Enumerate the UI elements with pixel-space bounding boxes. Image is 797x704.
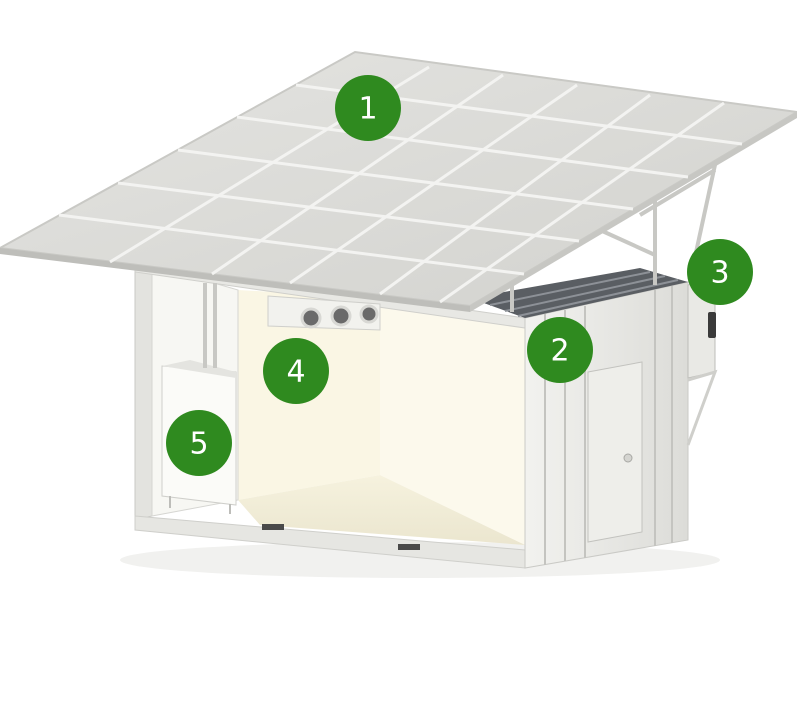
condenser-bracket	[686, 369, 718, 446]
marker-4-badge	[263, 338, 329, 404]
evaporator-unit-body	[267, 295, 381, 331]
marker-3-badge	[687, 239, 753, 305]
evaporator-fan-1	[300, 307, 322, 329]
interior-right-wall	[380, 298, 525, 545]
evaporator-fan-2	[330, 305, 352, 327]
solar-panel-edge	[0, 248, 470, 312]
container-door	[587, 361, 643, 543]
fork-pocket-right	[398, 544, 420, 550]
marker-5: 5	[166, 410, 232, 476]
marker-2-label: 2	[550, 334, 569, 369]
solar-panel-edge-right	[470, 112, 797, 312]
marker-5-badge	[166, 410, 232, 476]
condenser-grille	[708, 312, 716, 338]
marker-1-badge	[335, 75, 401, 141]
marker-1-label: 1	[358, 92, 377, 127]
roof-grating	[470, 268, 688, 318]
roof-grating-bars	[489, 271, 679, 317]
interior-floor	[238, 475, 525, 545]
marker-5-label: 5	[189, 427, 208, 462]
marker-3: 3	[687, 239, 753, 305]
evaporator-fan-3	[359, 304, 379, 324]
fork-pocket-left	[262, 524, 284, 530]
battery-cabinet-top	[162, 360, 236, 378]
marker-1: 1	[335, 75, 401, 141]
marker-4: 4	[263, 338, 329, 404]
solar-panel-array	[0, 50, 797, 312]
container-body	[134, 261, 718, 569]
door-handle	[623, 453, 633, 463]
left-end-frame	[134, 264, 153, 521]
marker-2-badge	[527, 317, 593, 383]
marker-4-label: 4	[286, 355, 305, 390]
marker-2: 2	[527, 317, 593, 383]
marker-3-label: 3	[710, 256, 729, 291]
